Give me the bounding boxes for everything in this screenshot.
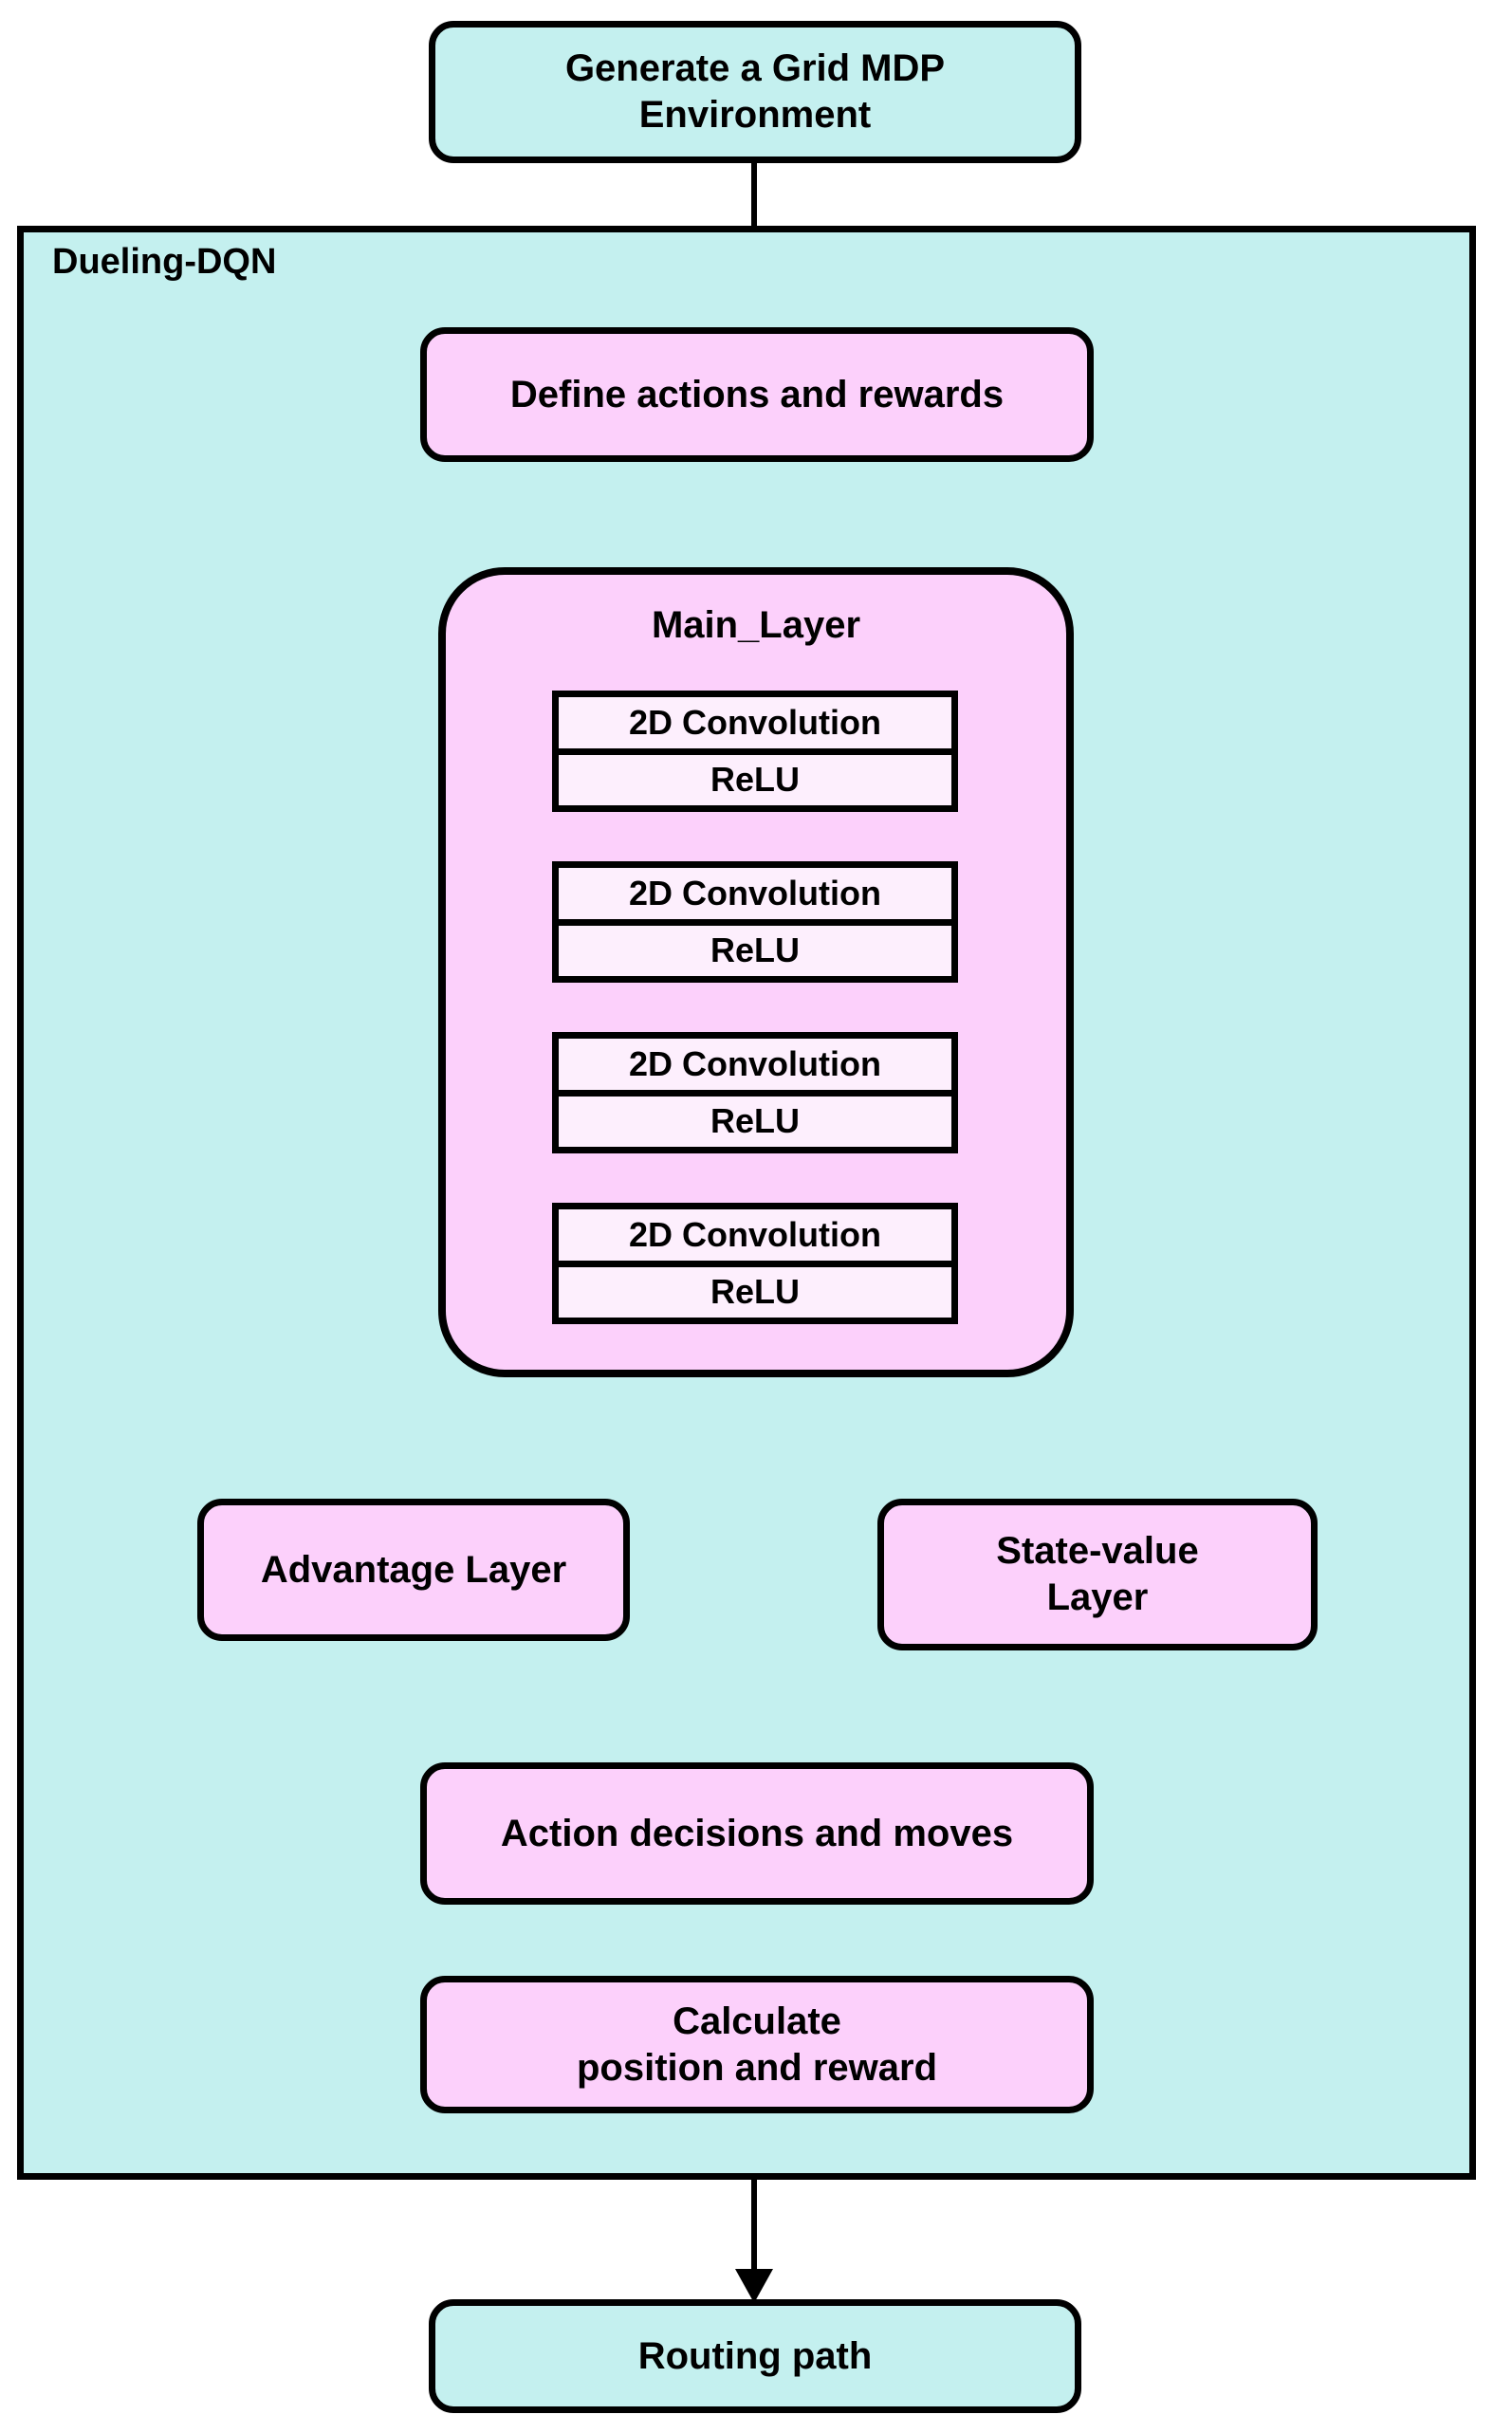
node-calculate-position-and-reward[interactable]: Calculate position and reward bbox=[420, 1976, 1094, 2113]
node-advantage-layer[interactable]: Advantage Layer bbox=[197, 1499, 630, 1641]
node-generate-grid-mdp-environment[interactable]: Generate a Grid MDP Environment bbox=[429, 21, 1081, 163]
conv-block-2-relu-row: ReLU bbox=[559, 925, 951, 976]
conv-block-4-relu-row: ReLU bbox=[559, 1266, 951, 1318]
dueling-dqn-label: Dueling-DQN bbox=[52, 242, 277, 282]
node-advantage-label: Advantage Layer bbox=[260, 1548, 567, 1591]
conv-block-1[interactable]: 2D Convolution ReLU bbox=[552, 691, 958, 812]
node-state-value-layer[interactable]: State-value Layer bbox=[877, 1499, 1318, 1650]
node-generate-label-line2: Environment bbox=[638, 94, 872, 136]
node-define-actions-and-rewards[interactable]: Define actions and rewards bbox=[420, 327, 1094, 462]
node-calculate-label-line2: position and reward bbox=[576, 2046, 938, 2089]
node-define-label: Define actions and rewards bbox=[509, 373, 1005, 415]
arrowhead-calculate-to-routing bbox=[735, 2269, 773, 2303]
node-calculate-label-line1: Calculate bbox=[673, 2000, 841, 2042]
conv-block-4[interactable]: 2D Convolution ReLU bbox=[552, 1203, 958, 1324]
node-action-label: Action decisions and moves bbox=[500, 1812, 1014, 1854]
node-state-value-label-line2: Layer bbox=[1046, 1576, 1149, 1618]
conv-block-4-convolution-row: 2D Convolution bbox=[559, 1209, 951, 1267]
node-action-decisions-and-moves[interactable]: Action decisions and moves bbox=[420, 1762, 1094, 1905]
conv-block-2[interactable]: 2D Convolution ReLU bbox=[552, 861, 958, 983]
conv-block-1-relu-row: ReLU bbox=[559, 754, 951, 805]
node-routing-path[interactable]: Routing path bbox=[429, 2299, 1081, 2413]
node-routing-label: Routing path bbox=[637, 2334, 873, 2377]
conv-block-1-convolution-row: 2D Convolution bbox=[559, 697, 951, 755]
main-layer-title: Main_Layer bbox=[651, 604, 861, 646]
conv-block-3-convolution-row: 2D Convolution bbox=[559, 1039, 951, 1097]
node-generate-label-line1: Generate a Grid MDP bbox=[564, 47, 946, 90]
conv-block-3[interactable]: 2D Convolution ReLU bbox=[552, 1032, 958, 1153]
conv-block-2-convolution-row: 2D Convolution bbox=[559, 868, 951, 926]
conv-block-3-relu-row: ReLU bbox=[559, 1096, 951, 1147]
node-state-value-label-line1: State-value bbox=[996, 1530, 1199, 1573]
